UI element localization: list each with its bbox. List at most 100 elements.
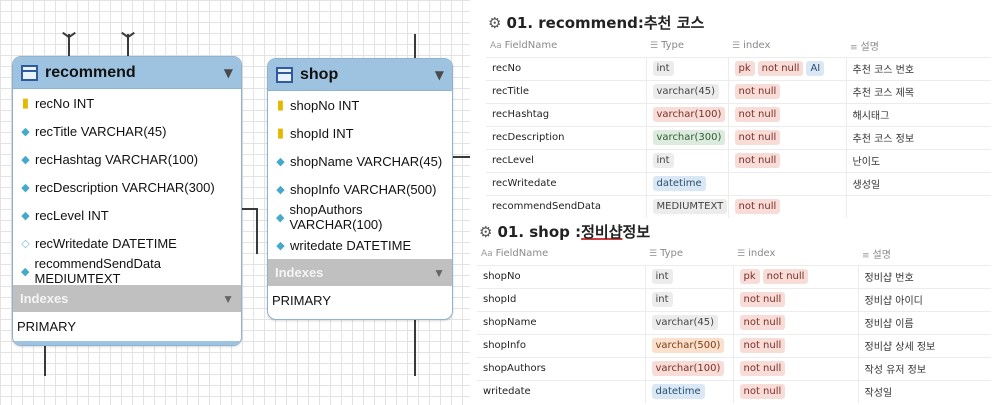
field-name-cell: recWritedate bbox=[486, 171, 647, 195]
field-name-cell: recHashtag bbox=[486, 102, 647, 126]
column-label: recTitle VARCHAR(45) bbox=[35, 123, 167, 139]
type-tag: int bbox=[651, 292, 673, 307]
column-row[interactable]: ▮shopId INT bbox=[268, 119, 452, 147]
index-cell: not null bbox=[733, 333, 859, 357]
type-cell: datetime bbox=[645, 379, 734, 403]
shop-doc-title: ⚙ 01. shop : 정비샵 정보 bbox=[479, 222, 651, 242]
type-cell: int bbox=[645, 287, 734, 311]
shop-entity[interactable]: shop ▼ ▮shopNo INT▮shopId INT◆shopName V… bbox=[267, 58, 453, 320]
type-cell: varchar(100) bbox=[646, 102, 729, 126]
index-tag: not null bbox=[739, 338, 786, 353]
header-type: ☰Type bbox=[650, 40, 685, 52]
relation-line bbox=[242, 208, 258, 210]
collapse-triangle-icon[interactable]: ▼ bbox=[434, 67, 444, 82]
column-list: ▮shopNo INT▮shopId INT◆shopName VARCHAR(… bbox=[268, 91, 452, 259]
column-row[interactable]: ◇recWritedate DATETIME bbox=[13, 229, 241, 257]
column-row[interactable]: ◆shopAuthors VARCHAR(100) bbox=[268, 202, 452, 232]
collapse-triangle-icon[interactable]: ▼ bbox=[433, 265, 445, 280]
index-cell bbox=[728, 171, 847, 195]
type-tag: int bbox=[651, 269, 673, 284]
collapse-triangle-icon[interactable]: ▼ bbox=[222, 291, 234, 306]
type-tag: varchar(100) bbox=[651, 361, 725, 376]
type-tag: varchar(500) bbox=[651, 338, 725, 353]
relation-line bbox=[256, 208, 258, 254]
indexes-header[interactable]: Indexes ▼ bbox=[13, 285, 241, 312]
column-label: recNo INT bbox=[35, 95, 95, 111]
recommend-entity[interactable]: recommend ▼ ▮recNo INT ◆ recTitle VARCHAR(… bbox=[12, 56, 242, 346]
type-cell: int bbox=[646, 56, 729, 80]
column-label: recLevel INT bbox=[35, 207, 109, 223]
index-tag: not null bbox=[734, 199, 781, 215]
header-type: ☰Type bbox=[649, 248, 684, 260]
column-label: recWritedate DATETIME bbox=[35, 235, 177, 251]
column-row[interactable]: ◆writedate DATETIME bbox=[268, 231, 452, 259]
field-name-cell: shopName bbox=[477, 310, 646, 334]
column-row[interactable]: ◆shopInfo VARCHAR(500) bbox=[268, 175, 452, 203]
table-icon bbox=[276, 66, 293, 83]
column-row[interactable]: ◆recDescription VARCHAR(300) bbox=[13, 173, 241, 201]
collapse-triangle-icon[interactable]: ▼ bbox=[223, 65, 233, 80]
index-tag: not null bbox=[739, 292, 786, 307]
index-tag: not null bbox=[734, 107, 781, 122]
type-cell: varchar(45) bbox=[645, 310, 734, 334]
type-tag: int bbox=[652, 61, 674, 76]
index-tag: AI bbox=[806, 61, 825, 76]
recommend-entity-header[interactable]: recommend ▼ bbox=[13, 57, 241, 89]
diamond-icon: ◆ bbox=[21, 265, 30, 278]
field-name-cell: shopInfo bbox=[477, 333, 646, 357]
field-name-cell: recTitle bbox=[486, 79, 647, 103]
diamond-icon: ◆ bbox=[276, 155, 285, 168]
column-row[interactable]: ◆recLevel INT bbox=[13, 201, 241, 229]
index-cell: not null bbox=[728, 125, 847, 149]
column-row[interactable]: ◆recHashtag VARCHAR(100) bbox=[13, 145, 241, 173]
index-cell: not null bbox=[733, 379, 859, 403]
gear-icon: ⚙ bbox=[479, 222, 493, 241]
column-row[interactable]: ◆shopName VARCHAR(45) bbox=[268, 147, 452, 175]
relation-line bbox=[453, 156, 470, 158]
description-cell: 작성일 bbox=[858, 379, 991, 403]
text-type-icon: Aa bbox=[490, 41, 502, 52]
diamond-icon: ◆ bbox=[21, 153, 30, 166]
column-row[interactable]: ◆ recTitle VARCHAR(45) bbox=[13, 117, 241, 145]
text-align-icon: ≡ bbox=[850, 43, 858, 54]
index-row: PRIMARY bbox=[17, 319, 76, 334]
shop-entity-header[interactable]: shop ▼ bbox=[268, 59, 452, 91]
type-cell: datetime bbox=[646, 171, 729, 195]
description-cell: 해시태그 bbox=[846, 102, 991, 126]
index-cell: not null bbox=[733, 310, 859, 334]
diamond-icon: ◆ bbox=[21, 125, 30, 138]
er-diagram-canvas[interactable]: recommend ▼ ▮recNo INT ◆ recTitle VARCHAR(… bbox=[0, 0, 470, 405]
column-row[interactable]: ▮recNo INT bbox=[13, 89, 241, 117]
text-align-icon: ≡ bbox=[862, 251, 870, 262]
index-cell: not null bbox=[733, 287, 859, 311]
description-cell: 정비샵 번호 bbox=[858, 264, 991, 288]
indexes-header[interactable]: Indexes ▼ bbox=[268, 259, 452, 286]
description-cell: 추천 코스 정보 bbox=[846, 125, 991, 149]
column-label: shopNo INT bbox=[290, 97, 360, 113]
column-row[interactable]: ▮shopNo INT bbox=[268, 91, 452, 119]
index-cell: not null bbox=[728, 79, 847, 103]
relation-line bbox=[127, 34, 129, 56]
diamond-icon: ◆ bbox=[276, 239, 285, 252]
field-name-cell: shopId bbox=[477, 287, 646, 311]
column-row[interactable]: ◆recommendSendData MEDIUMTEXT bbox=[13, 256, 241, 286]
list-icon: ☰ bbox=[649, 249, 658, 260]
